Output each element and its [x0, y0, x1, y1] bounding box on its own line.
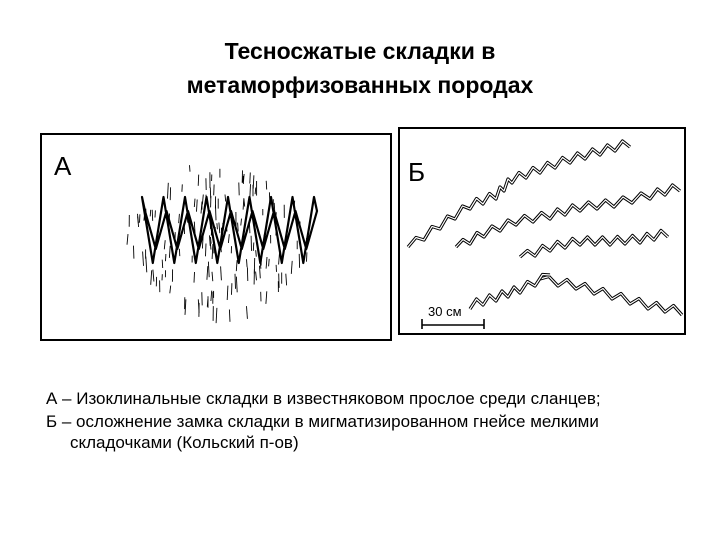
hatch-stroke [265, 256, 268, 269]
hatch-stroke [235, 260, 238, 272]
hatch-stroke [150, 270, 153, 285]
hatch-stroke [268, 258, 270, 267]
hatch-stroke [246, 306, 248, 319]
hatch-stroke [167, 182, 169, 199]
hatch-stroke [201, 194, 204, 205]
hatch-stroke [206, 266, 209, 280]
hatch-stroke [254, 187, 257, 195]
hatch-stroke [216, 223, 218, 230]
hatch-stroke [278, 253, 280, 265]
hatch-stroke [265, 291, 268, 304]
title-line-1: Тесносжатые складки в [224, 38, 496, 64]
hatch-stroke [145, 256, 148, 273]
hatch-stroke [226, 285, 229, 301]
hatch-stroke [126, 234, 129, 245]
hatch-stroke [255, 250, 257, 257]
hatch-stroke [265, 180, 268, 190]
scale-bar-label: 30 см [428, 304, 462, 319]
hatch-stroke [228, 309, 231, 322]
hatch-stroke [211, 271, 214, 282]
hatch-stroke [215, 307, 218, 324]
hatch-stroke [255, 271, 257, 281]
hatch-stroke [193, 271, 195, 283]
hatch-stroke [290, 260, 293, 274]
vein-line [539, 275, 683, 316]
hatch-stroke [205, 243, 207, 257]
hatch-stroke [196, 199, 198, 212]
figure-a-panel: А [40, 133, 392, 341]
hatch-stroke [249, 172, 251, 184]
hatch-stroke [189, 165, 191, 172]
slide-title: Тесносжатые складки в метаморфизованных … [0, 34, 720, 102]
figure-a-drawing [126, 165, 319, 324]
hatch-stroke [240, 218, 242, 226]
title-line-2: метаморфизованных породах [186, 72, 534, 98]
hatch-stroke [211, 243, 214, 260]
caption-line-b: Б – осложнение замка складки в мигматизи… [46, 412, 599, 452]
hatch-stroke [246, 259, 248, 268]
hatch-stroke [161, 259, 164, 269]
hatch-stroke [235, 276, 238, 293]
hatch-stroke [193, 198, 196, 208]
hatch-stroke [206, 299, 209, 307]
isoclinal-fold-layer [140, 195, 319, 265]
hatch-stroke [242, 199, 245, 210]
hatch-stroke [168, 245, 171, 258]
hatch-stroke [201, 236, 204, 249]
hatch-stroke [237, 222, 239, 232]
hatch-stroke [184, 299, 187, 315]
vein-line [407, 140, 631, 248]
hatch-stroke [209, 236, 212, 244]
vein-line [539, 274, 684, 317]
hatch-stroke [210, 290, 213, 302]
vein-line [406, 139, 631, 249]
scale-bar [421, 319, 485, 329]
figure-caption: А – Изоклинальные складки в известняково… [46, 388, 676, 453]
hatch-stroke [252, 242, 255, 251]
migmatite-veins [406, 139, 684, 317]
hatch-stroke [242, 173, 245, 185]
vein-line [469, 273, 551, 310]
hatch-stroke [207, 261, 210, 278]
figure-b-panel: Б 30 см [398, 127, 686, 335]
hatch-stroke [285, 273, 288, 286]
hatch-stroke [151, 209, 154, 221]
hatch-stroke [169, 285, 172, 294]
figure-b-drawing [406, 139, 684, 329]
hatch-stroke [215, 204, 217, 221]
vein-line [455, 184, 681, 248]
hatch-stroke [218, 222, 221, 234]
shale-hatching [126, 165, 308, 324]
hatch-stroke [234, 273, 236, 289]
hatch-stroke [252, 175, 255, 189]
hatch-stroke [197, 174, 200, 186]
hatch-stroke [178, 213, 180, 224]
hatch-stroke [227, 234, 230, 244]
hatch-stroke [200, 201, 203, 214]
hatch-stroke [163, 240, 166, 250]
hatch-stroke [197, 299, 200, 313]
hatch-stroke [137, 213, 139, 224]
hatch-stroke [224, 194, 227, 202]
figure-b-label: Б [408, 157, 426, 187]
vein-line [519, 229, 669, 258]
hatch-stroke [259, 265, 261, 279]
hatch-stroke [149, 209, 152, 217]
hatch-stroke [142, 251, 144, 266]
caption-line-a: А – Изоклинальные складки в известняково… [46, 389, 601, 408]
hatch-stroke [220, 266, 222, 281]
hatch-stroke [249, 184, 251, 197]
hatch-stroke [152, 269, 155, 282]
figure-a-label: А [54, 151, 72, 181]
hatch-stroke [209, 243, 212, 250]
